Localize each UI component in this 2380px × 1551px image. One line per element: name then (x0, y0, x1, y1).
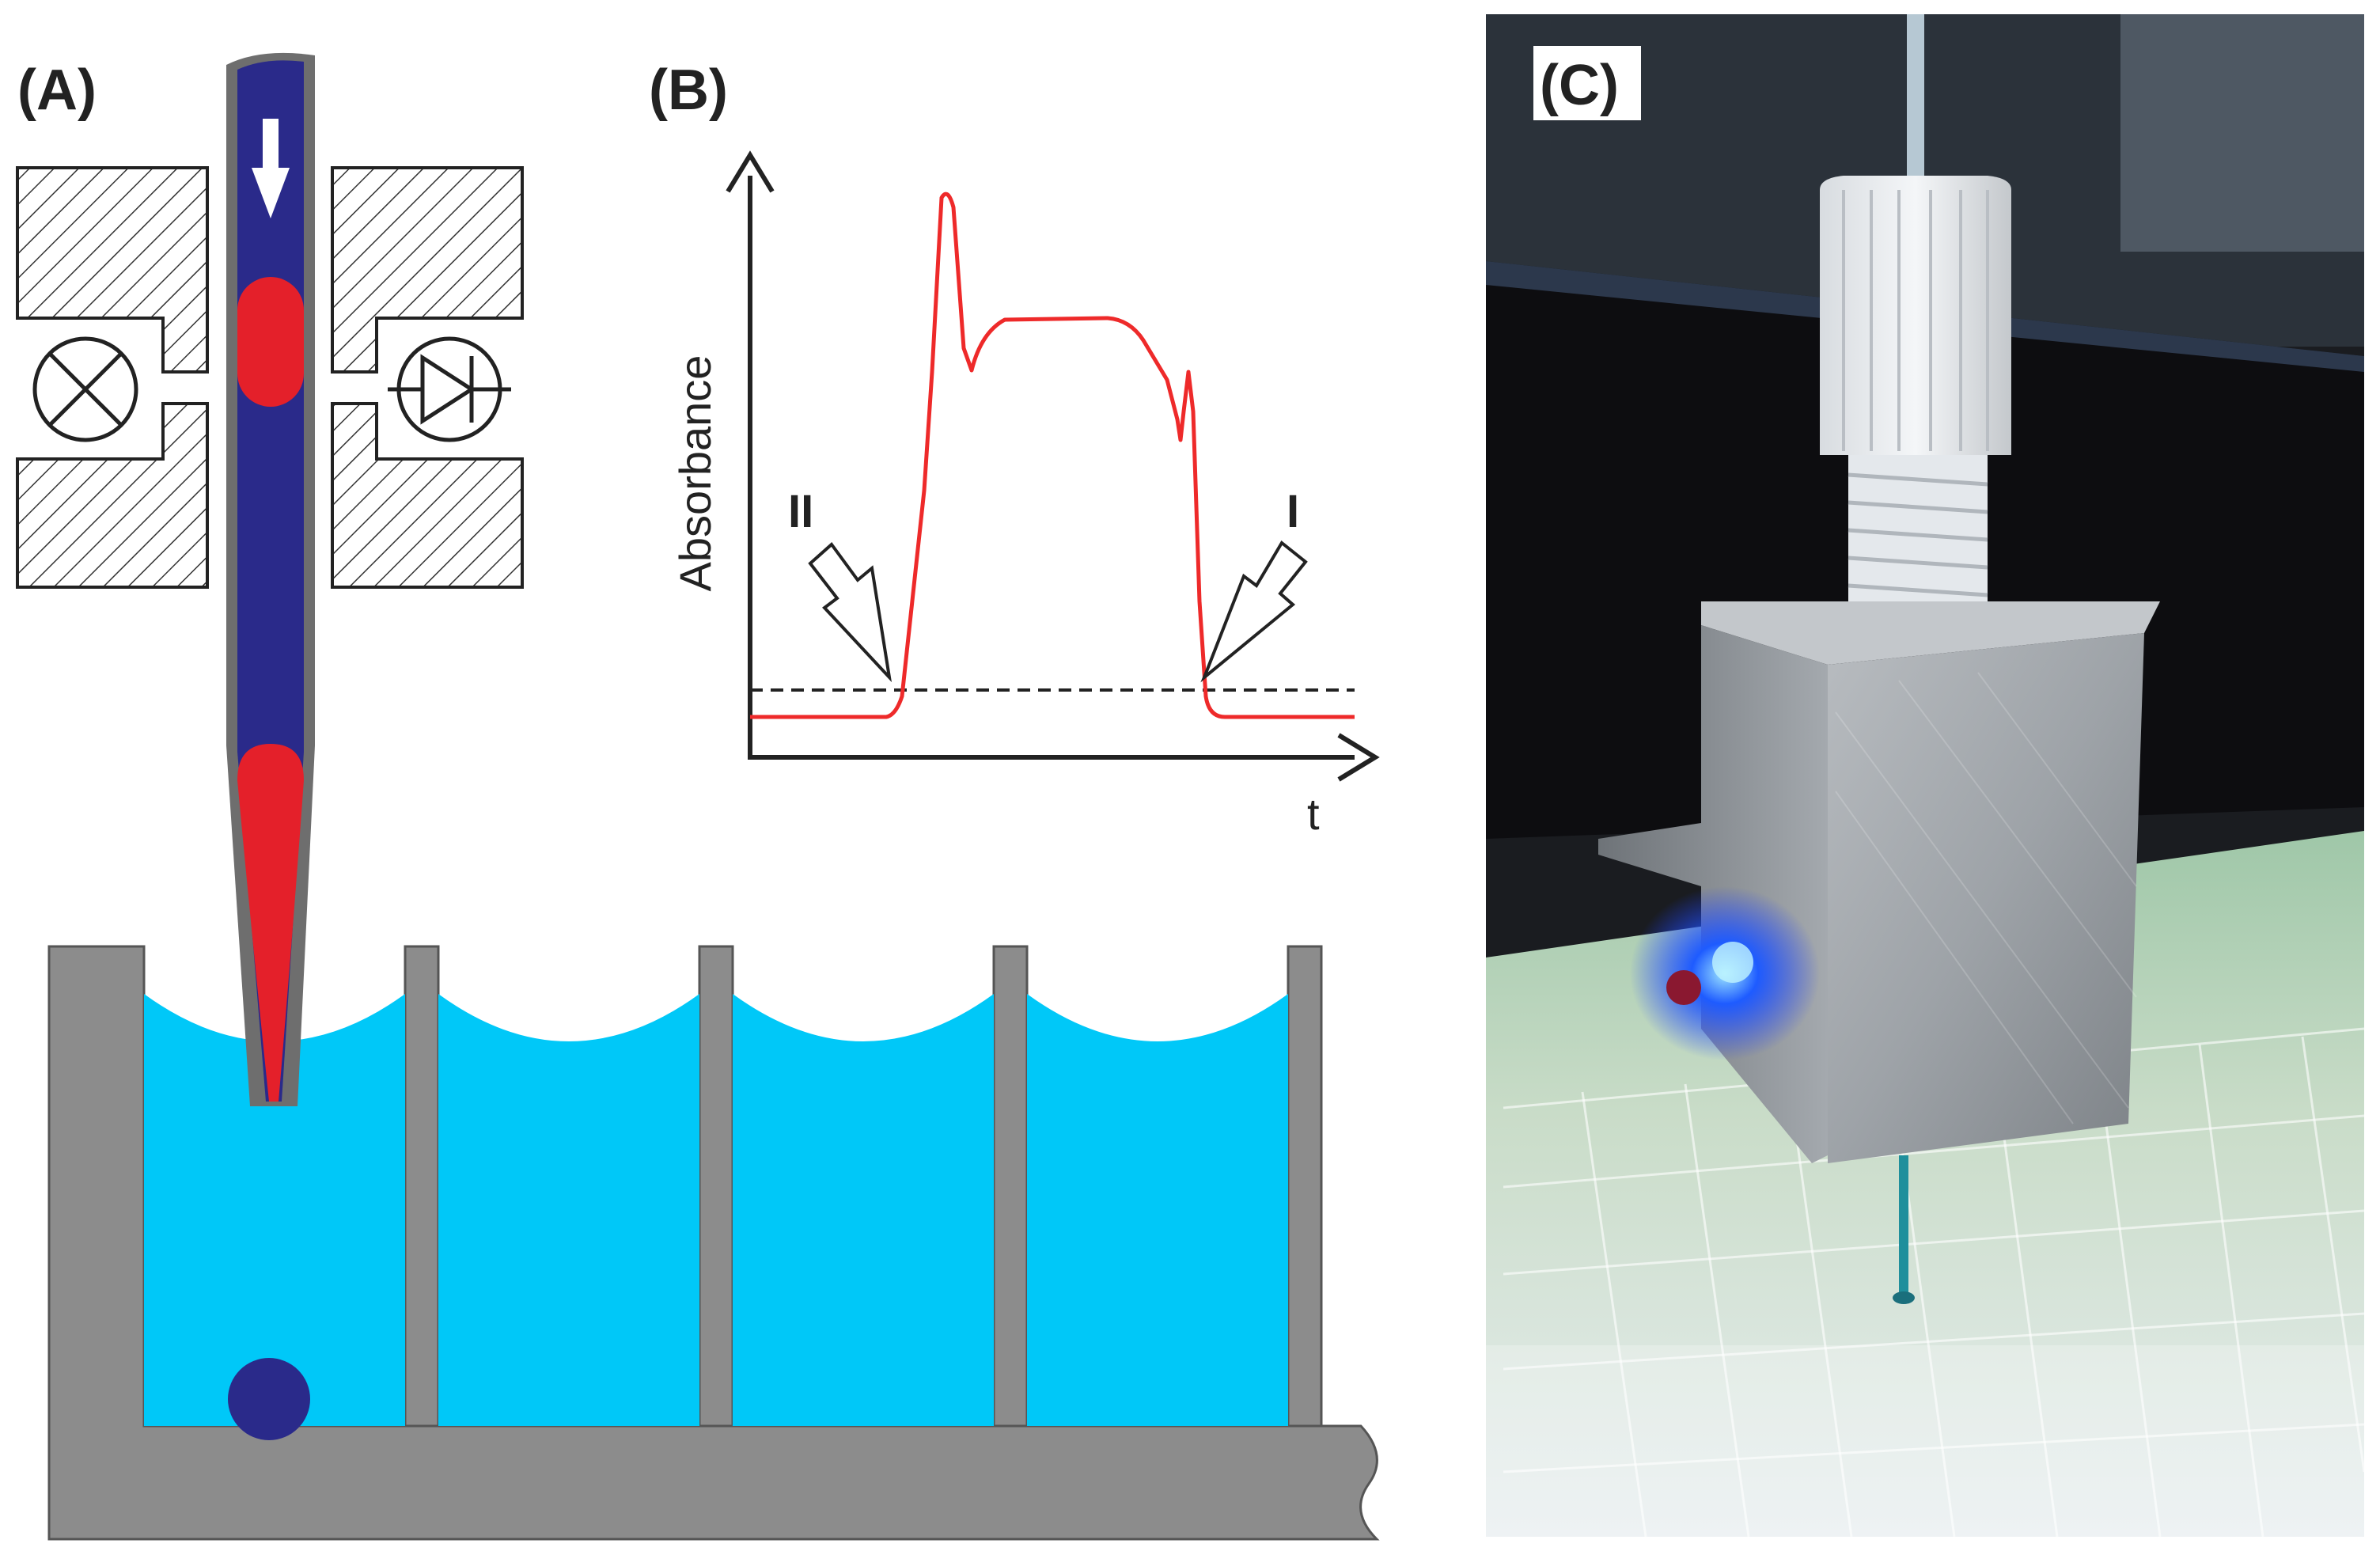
well-4-liquid (1027, 994, 1288, 1426)
photodiode-icon (388, 336, 511, 442)
panel-c-label-bg (1533, 46, 1641, 120)
needle-droplet (1893, 1291, 1915, 1304)
well-divider-4 (1287, 945, 1323, 1428)
lamp-icon (32, 336, 138, 442)
ptfe-tubing (1907, 14, 1924, 188)
well-3-liquid (733, 994, 994, 1426)
sample-plug-red (237, 277, 304, 407)
housing-left-upper (16, 166, 209, 374)
led-body-icon (1666, 970, 1701, 1005)
well-1-liquid (144, 994, 405, 1426)
housing-right-upper (331, 166, 524, 374)
fitting-nut-ribs (1842, 190, 1989, 451)
marker-arrow-left-icon (808, 542, 892, 683)
detector-block-top (1701, 601, 2160, 665)
fitting-nut (1820, 176, 2011, 455)
dispensing-needle (1899, 1155, 1908, 1298)
capillary (226, 52, 315, 1106)
panel-a: (A) (16, 52, 1380, 1541)
panel-b-label: (B) (649, 59, 728, 122)
panel-c-label: (C) (1540, 54, 1619, 117)
marker-arrow-right-icon (1200, 540, 1308, 683)
panel-a-label: (A) (17, 59, 97, 122)
marker-label-left: II (788, 486, 813, 537)
led-highlight-icon (1712, 942, 1753, 983)
tray-highlight (1486, 1345, 2364, 1537)
housing-left-lower (16, 402, 209, 589)
well-divider-2 (698, 945, 734, 1428)
well-plate (47, 945, 1380, 1541)
x-axis-label: t (1307, 789, 1320, 839)
well-divider-1 (404, 945, 440, 1428)
x-axis-arrowhead-icon (1337, 733, 1380, 782)
detector-block-front (1828, 633, 2144, 1163)
absorbance-signal-curve (750, 192, 1355, 719)
panel-c-photo: (C) (1486, 14, 2366, 1538)
dispensed-sample-stream (237, 744, 304, 1102)
well-divider-3 (992, 945, 1029, 1428)
well-plate-body (47, 945, 1380, 1541)
well-2-liquid (438, 994, 699, 1426)
marker-label-right: I (1287, 486, 1299, 537)
block-brushed-texture (1835, 672, 2137, 1124)
panel-b: (B) Absorbance t II I (649, 59, 1380, 839)
photo-backdrop-light (2120, 14, 2364, 252)
detector-housing (16, 166, 524, 589)
microplate-wells (1503, 1027, 2366, 1538)
deposited-droplet (228, 1358, 310, 1440)
housing-right-lower (331, 402, 524, 589)
flow-direction-arrow-icon (252, 119, 290, 218)
y-axis-arrowhead-icon (726, 150, 775, 193)
y-axis-label: Absorbance (670, 355, 720, 592)
